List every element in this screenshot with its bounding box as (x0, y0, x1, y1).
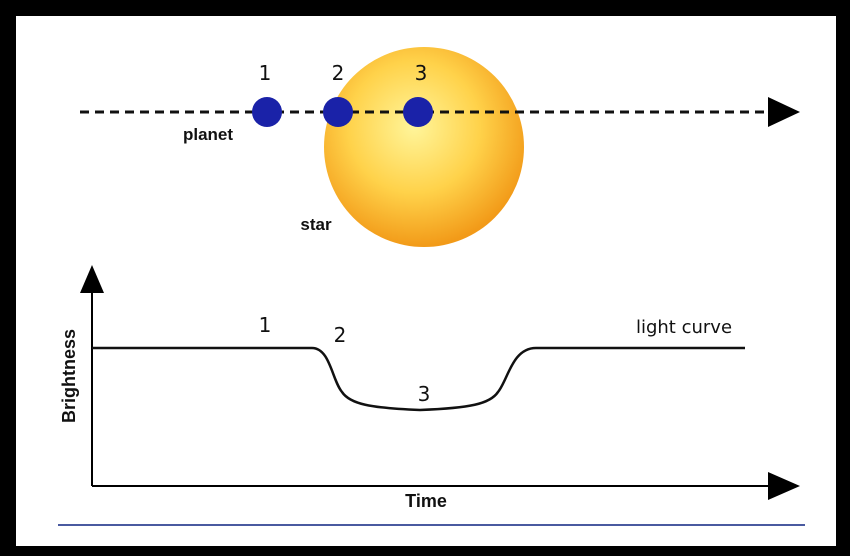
planet-position-1 (252, 97, 282, 127)
path-arrowhead-icon (768, 97, 800, 127)
curve-point-label-2: 2 (334, 323, 347, 347)
y-axis-label: Brightness (59, 329, 79, 423)
transit-position-label-2: 2 (332, 61, 345, 85)
star-label: star (300, 215, 332, 234)
planet-label: planet (183, 125, 233, 144)
planet-position-2 (323, 97, 353, 127)
curve-point-label-1: 1 (259, 313, 272, 337)
transit-position-label-3: 3 (415, 61, 428, 85)
planet-position-3 (403, 97, 433, 127)
x-axis-label: Time (405, 491, 447, 511)
curve-point-label-3: 3 (418, 382, 431, 406)
y-axis-arrowhead-icon (80, 265, 104, 293)
transit-position-label-1: 1 (259, 61, 272, 85)
light-curve (92, 346, 745, 412)
x-axis-arrowhead-icon (768, 472, 800, 500)
light-curve-label: light curve (636, 317, 732, 338)
star (324, 47, 524, 247)
